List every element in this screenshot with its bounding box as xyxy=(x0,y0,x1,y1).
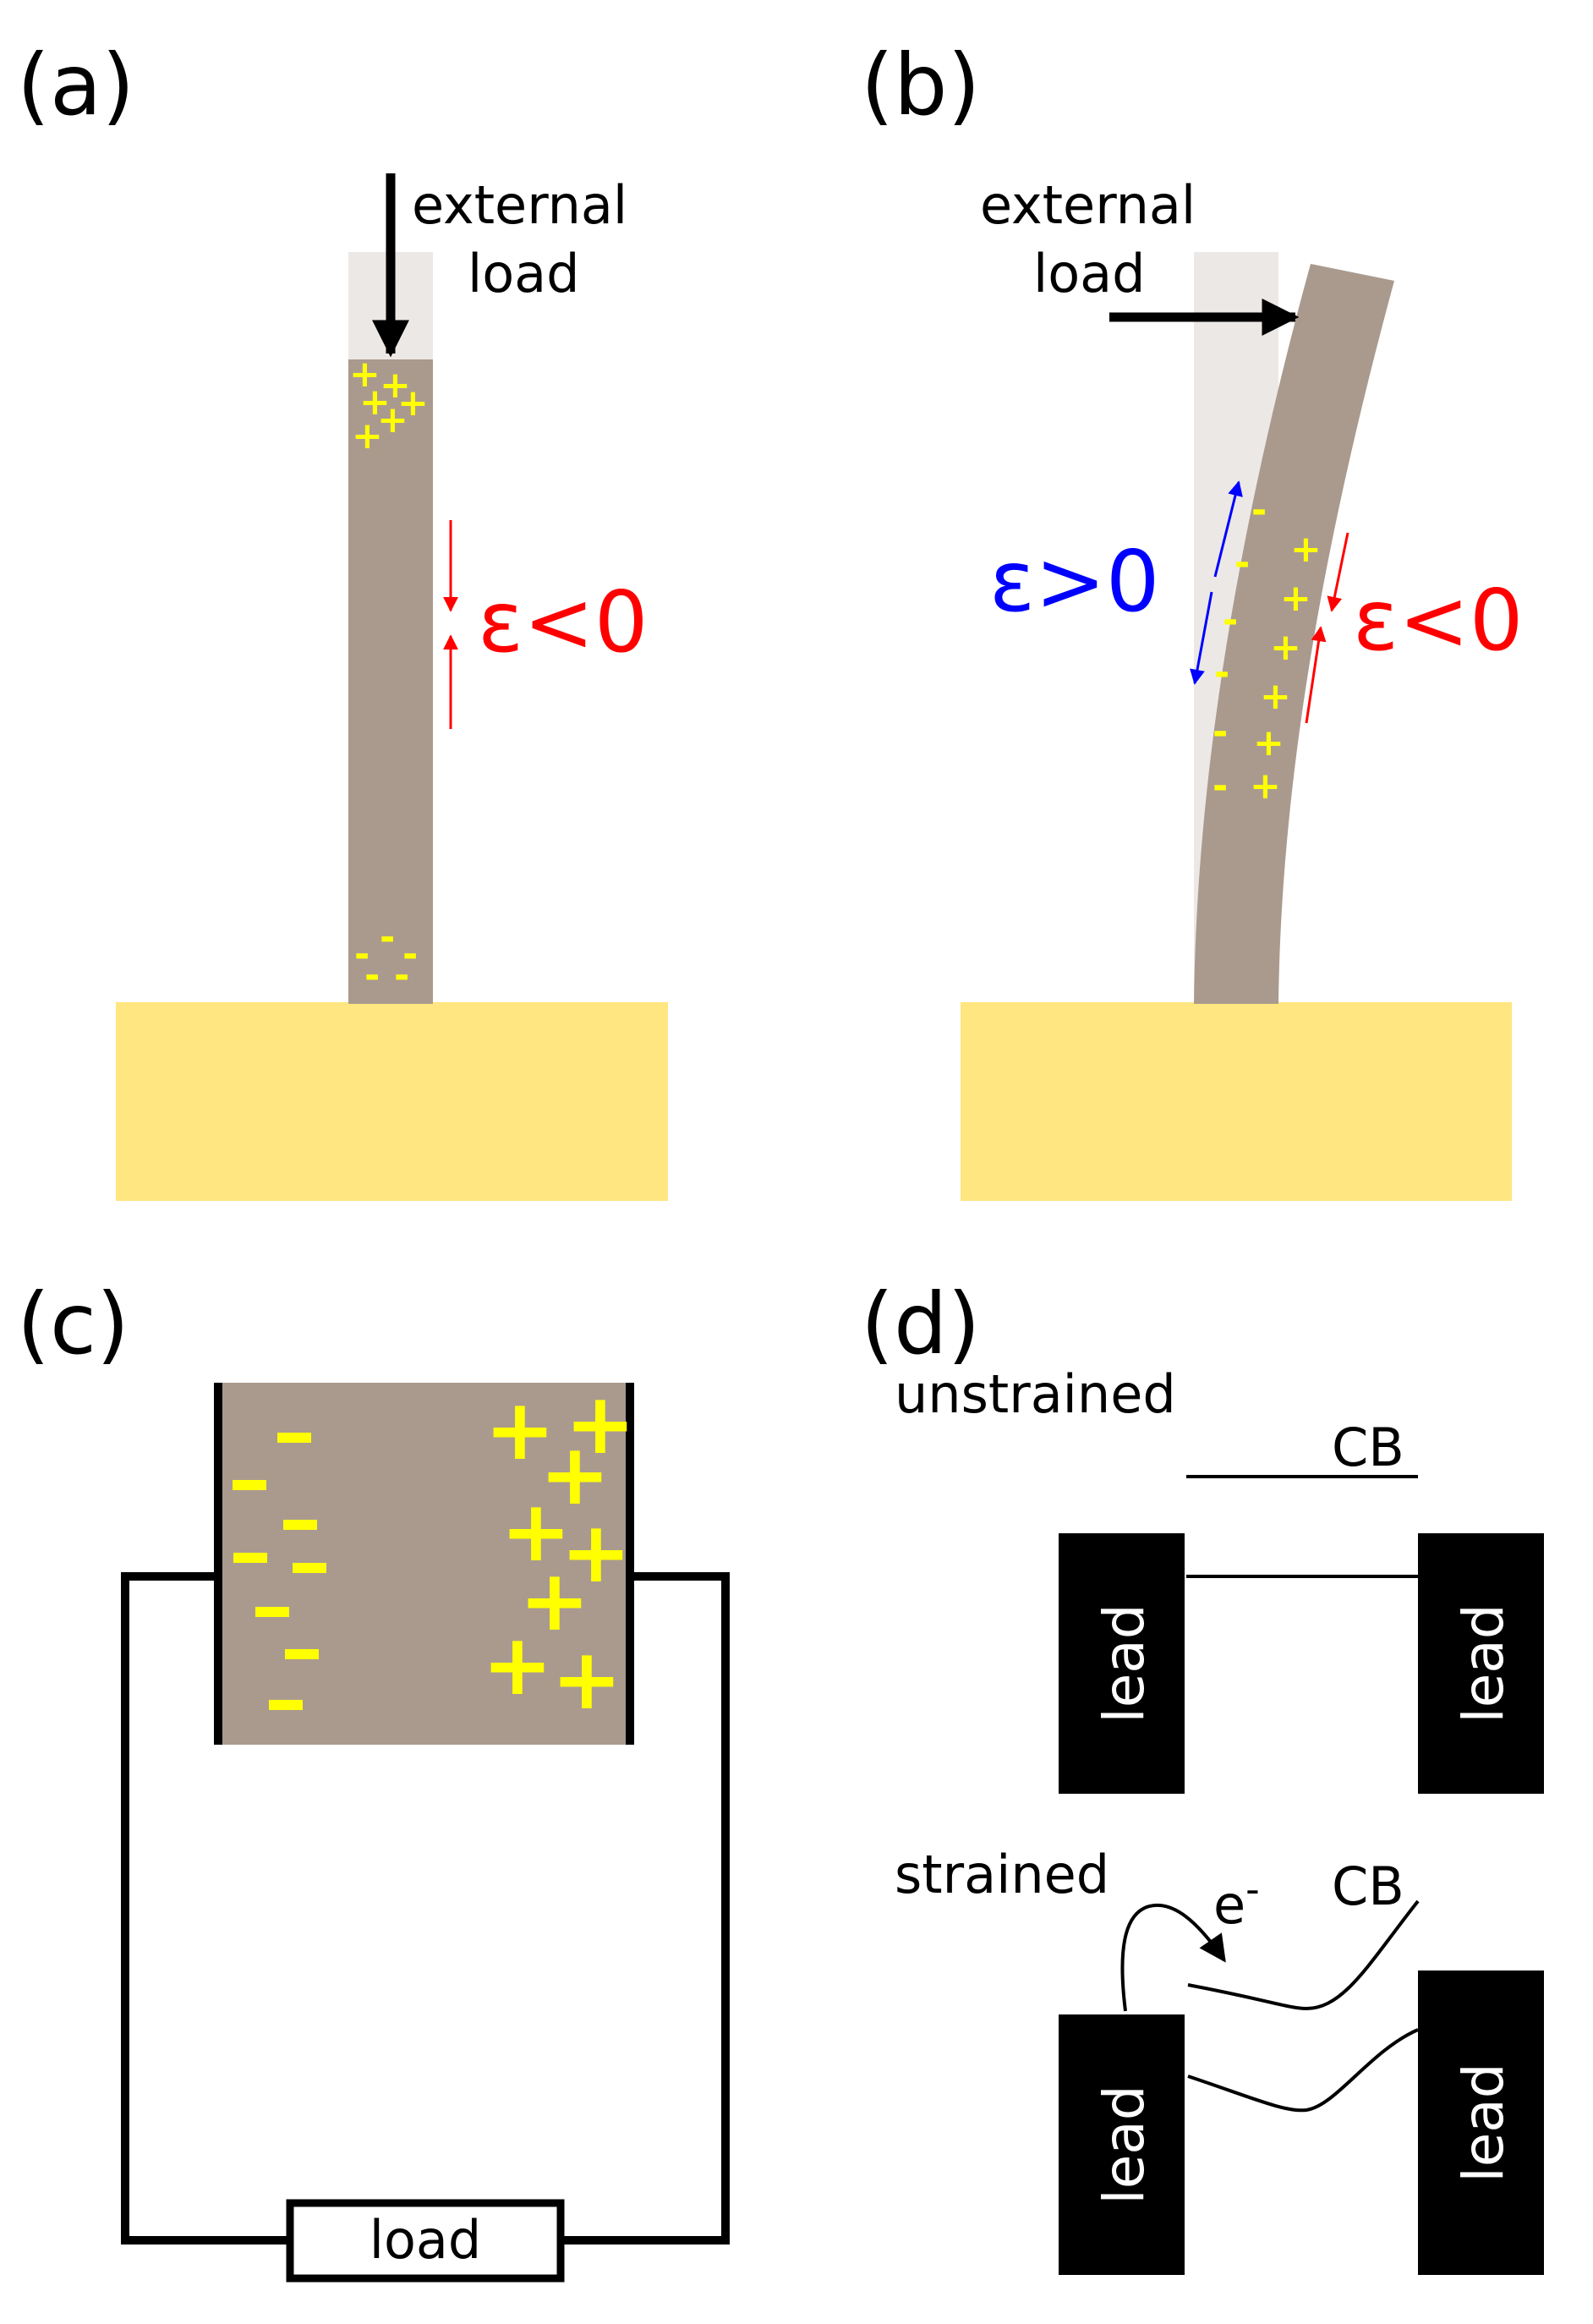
panel-a-substrate xyxy=(116,1002,668,1201)
plus-charge: + xyxy=(380,364,411,407)
panel-b-tensile-label: ε>0 xyxy=(989,532,1159,631)
panel-a-load-text-1: external xyxy=(412,174,627,236)
plus-charge: + xyxy=(377,398,408,441)
panel-d-band-line-strained xyxy=(1187,2028,1419,2113)
panel-b-compress-arrow-up xyxy=(1305,626,1327,724)
minus-charge: - xyxy=(1234,541,1250,584)
panel-d-label: (d) xyxy=(861,1274,981,1373)
panel-b-compress-arrow-down xyxy=(1327,532,1349,612)
minus-charge xyxy=(233,1553,267,1563)
panel-d-electron-label: e- xyxy=(1213,1866,1260,1936)
minus-charge xyxy=(283,1520,317,1530)
minus-charge xyxy=(233,1480,266,1490)
panel-b-bent-nanowire xyxy=(1194,264,1394,1004)
minus-charge xyxy=(255,1607,289,1617)
panel-d-lead-label: lead xyxy=(1451,2063,1516,2182)
panel-a-label: (a) xyxy=(17,36,134,134)
panel-b-negative-charges: - - - - - - xyxy=(1213,489,1267,808)
panel-a-nanowire xyxy=(348,359,433,1004)
plus-charge: + xyxy=(561,1503,632,1602)
panel-c-piezo-block xyxy=(218,1383,630,1745)
plus-charge: + xyxy=(1253,721,1284,765)
panel-b-load-text-2: load xyxy=(1033,243,1146,304)
panel-a-positive-charges: + + + + + + xyxy=(349,353,429,458)
minus-charge xyxy=(269,1700,303,1710)
plus-charge: + xyxy=(501,1482,572,1581)
panel-b-load-text-1: external xyxy=(980,174,1196,236)
plus-charge: + xyxy=(359,381,391,424)
panel-d-cb-label-bottom: CB xyxy=(1332,1855,1404,1917)
panel-c-negative-charges xyxy=(233,1433,326,1710)
plus-charge: + xyxy=(1260,675,1291,718)
panel-d-lead-box xyxy=(1418,1970,1544,2275)
minus-charge: - xyxy=(1251,489,1267,532)
minus-charge xyxy=(277,1433,311,1443)
panel-b-compress-label: ε<0 xyxy=(1353,571,1523,670)
plus-charge: + xyxy=(397,381,429,425)
panel-b-tensile-arrow-down xyxy=(1190,591,1213,685)
panel-d-lead-label: lead xyxy=(1451,1603,1516,1723)
panel-c-left-wire xyxy=(121,1572,287,2245)
minus-charge: - xyxy=(364,954,380,997)
panel-d-lead-label: lead xyxy=(1092,1603,1157,1723)
minus-charge xyxy=(285,1649,319,1659)
panel-d-lead-label: lead xyxy=(1092,2085,1157,2204)
panel-b: (b) external load ε>0 ε<0 - - - - - - + … xyxy=(861,36,1523,1201)
minus-charge: - xyxy=(1214,651,1229,694)
minus-charge: - xyxy=(380,916,395,959)
minus-charge xyxy=(293,1563,326,1573)
plus-charge: + xyxy=(1270,626,1301,669)
minus-charge: - xyxy=(1213,710,1228,754)
plus-charge: + xyxy=(565,1374,636,1473)
panel-d-lead-box xyxy=(1059,2014,1185,2275)
minus-charge: - xyxy=(402,933,418,976)
plus-charge: + xyxy=(551,1630,622,1729)
panel-d-lead-box xyxy=(1059,1533,1185,1794)
plus-charge: + xyxy=(1280,577,1311,620)
plus-charge: + xyxy=(519,1551,590,1650)
panel-d-strained-label: strained xyxy=(895,1844,1109,1905)
plus-charge: + xyxy=(1290,528,1322,571)
plus-charge: + xyxy=(349,353,380,396)
panel-c-load-box xyxy=(286,2199,565,2283)
minus-charge: - xyxy=(354,933,370,976)
panel-a-load-text-2: load xyxy=(468,243,580,304)
panel-b-tensile-arrow-up xyxy=(1213,480,1243,578)
plus-charge: + xyxy=(539,1425,610,1524)
panel-d-cb-label-top: CB xyxy=(1332,1417,1404,1478)
minus-charge: - xyxy=(1223,599,1238,642)
plus-charge: + xyxy=(1250,765,1281,808)
panel-c-label: (c) xyxy=(17,1274,129,1373)
panel-b-substrate xyxy=(961,1002,1512,1201)
panel-c-load-label: load xyxy=(370,2209,482,2271)
panel-d-unstrained-label: unstrained xyxy=(895,1363,1176,1425)
panel-d: (d) unstrained CB lead lead strained CB … xyxy=(861,1274,1544,2275)
minus-charge: - xyxy=(1213,765,1228,808)
panel-b-label: (b) xyxy=(861,36,981,134)
panel-a-strain-label: ε<0 xyxy=(478,573,648,671)
panel-d-electron-arrow xyxy=(1120,1903,1226,2012)
panel-a: (a) external load + + + + + + - - - - - … xyxy=(17,36,668,1201)
panel-c: (c) load + + + + + + + + xyxy=(17,1274,730,2283)
panel-a-negative-charges: - - - - - xyxy=(354,916,418,997)
panel-c-right-wire xyxy=(562,1572,730,2245)
panel-d-cb-line-strained xyxy=(1187,1899,1420,2011)
panel-b-positive-charges: + + + + + + xyxy=(1250,528,1322,808)
panel-d-lead-box xyxy=(1418,1533,1544,1794)
plus-charge: + xyxy=(352,414,383,458)
panel-c-positive-charges: + + + + + + + + xyxy=(482,1374,636,1729)
plus-charge: + xyxy=(484,1380,556,1479)
minus-charge: - xyxy=(394,954,409,997)
plus-charge: + xyxy=(482,1615,553,1714)
